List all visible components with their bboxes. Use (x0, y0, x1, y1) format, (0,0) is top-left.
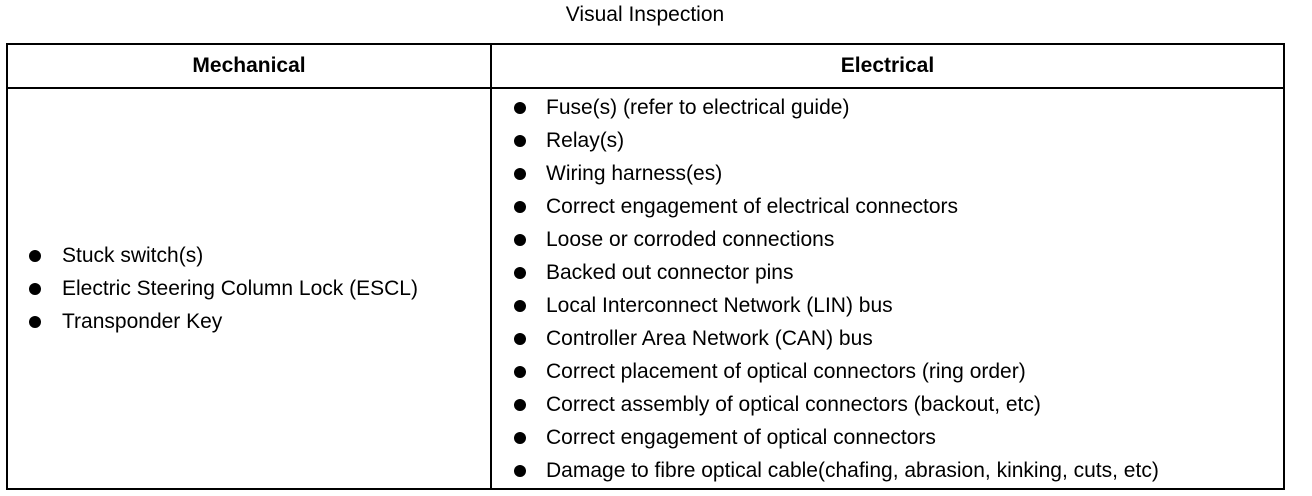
list-item: Correct assembly of optical connectors (… (492, 388, 1283, 421)
list-item: Correct engagement of electrical connect… (492, 190, 1283, 223)
list-item-text: Correct engagement of electrical connect… (546, 194, 959, 218)
electrical-cell: Fuse(s) (refer to electrical guide) Rela… (490, 87, 1285, 490)
table-row: Stuck switch(s) Electric Steering Column… (6, 87, 1285, 490)
list-item-text: Damage to fibre optical cable(chafing, a… (546, 458, 1159, 482)
bullet-icon (29, 316, 41, 328)
bullet-icon (514, 332, 526, 345)
bullet-icon (514, 464, 526, 477)
list-item-text: Backed out connector pins (546, 260, 794, 284)
list-item: Fuse(s) (refer to electrical guide) (492, 91, 1283, 124)
list-item-text: Correct engagement of optical connectors (546, 425, 936, 449)
list-item: Correct engagement of optical connectors (492, 421, 1283, 454)
visual-inspection-table: Mechanical Electrical Stuck switch(s) El… (6, 43, 1285, 490)
bullet-icon (514, 431, 526, 444)
list-item-text: Stuck switch(s) (62, 244, 204, 267)
electrical-header: Electrical (490, 43, 1285, 89)
list-item: Damage to fibre optical cable(chafing, a… (492, 454, 1283, 487)
mechanical-cell: Stuck switch(s) Electric Steering Column… (6, 87, 492, 490)
mechanical-header: Mechanical (6, 43, 492, 89)
bullet-icon (29, 250, 41, 262)
bullet-icon (514, 200, 526, 213)
bullet-icon (514, 167, 526, 180)
mechanical-list: Stuck switch(s) Electric Steering Column… (8, 239, 490, 338)
list-item: Loose or corroded connections (492, 223, 1283, 256)
list-item-text: Fuse(s) (refer to electrical guide) (546, 95, 850, 119)
list-item: Backed out connector pins (492, 256, 1283, 289)
bullet-icon (514, 101, 526, 114)
bullet-icon (514, 299, 526, 312)
list-item-text: Wiring harness(es) (546, 161, 723, 185)
bullet-icon (514, 365, 526, 378)
list-item: Relay(s) (492, 124, 1283, 157)
table-header-row: Mechanical Electrical (6, 43, 1285, 89)
list-item-text: Local Interconnect Network (LIN) bus (546, 293, 893, 317)
list-item: Local Interconnect Network (LIN) bus (492, 289, 1283, 322)
list-item: Electric Steering Column Lock (ESCL) (8, 272, 490, 305)
list-item: Transponder Key (8, 305, 490, 338)
list-item-text: Loose or corroded connections (546, 227, 835, 251)
list-item: Stuck switch(s) (8, 239, 490, 272)
list-item: Correct placement of optical connectors … (492, 355, 1283, 388)
list-item-text: Correct placement of optical connectors … (546, 359, 1026, 383)
list-item-text: Correct assembly of optical connectors (… (546, 392, 1041, 416)
electrical-list: Fuse(s) (refer to electrical guide) Rela… (492, 91, 1283, 487)
list-item-text: Electric Steering Column Lock (ESCL) (62, 277, 418, 300)
list-item-text: Transponder Key (62, 310, 223, 333)
list-item: Controller Area Network (CAN) bus (492, 322, 1283, 355)
bullet-icon (514, 233, 526, 246)
list-item: Wiring harness(es) (492, 157, 1283, 190)
bullet-icon (29, 283, 41, 295)
bullet-icon (514, 134, 526, 147)
list-item-text: Relay(s) (546, 128, 625, 152)
list-item-text: Controller Area Network (CAN) bus (546, 326, 873, 350)
page-title: Visual Inspection (565, 3, 725, 26)
bullet-icon (514, 398, 526, 411)
bullet-icon (514, 266, 526, 279)
